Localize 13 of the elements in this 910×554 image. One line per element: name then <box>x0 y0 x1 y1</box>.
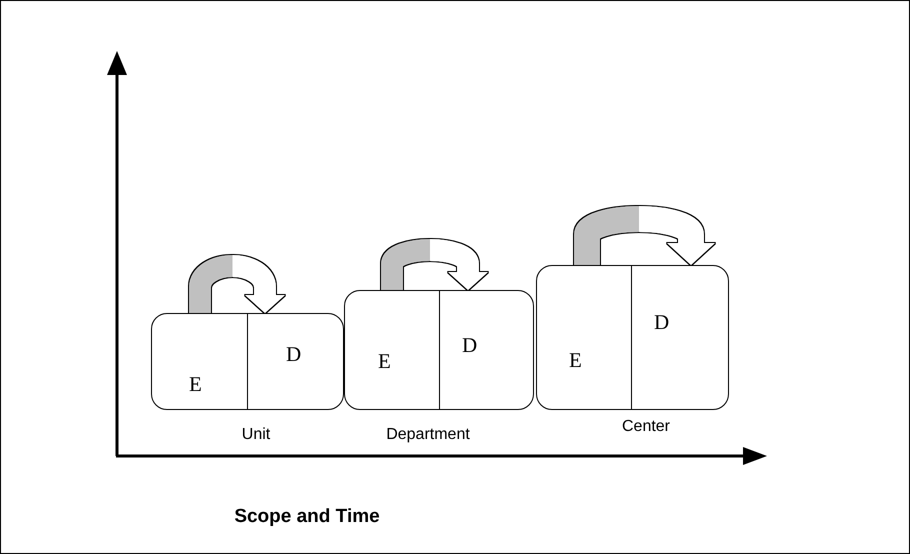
rounded-box <box>344 290 534 410</box>
box-label: Unit <box>242 426 270 444</box>
rounded-box <box>151 313 344 410</box>
section-letter: D <box>654 312 670 333</box>
box-label: Department <box>386 426 470 444</box>
rounded-box <box>536 265 729 410</box>
section-letter: E <box>189 374 202 395</box>
box-label: Center <box>622 418 670 436</box>
section-letter: E <box>378 351 391 372</box>
caption: Scope and Time <box>234 506 380 528</box>
section-letter: D <box>462 335 478 356</box>
section-letter: D <box>286 344 302 365</box>
section-letter: E <box>569 350 582 371</box>
